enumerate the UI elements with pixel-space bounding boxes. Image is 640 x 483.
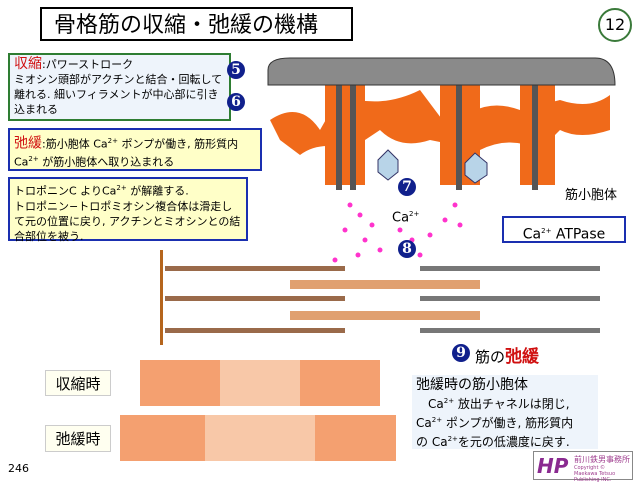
prefix: 筋の (475, 348, 506, 366)
state: 弛緩 (505, 347, 540, 367)
note-line: Ca2+ 放出チャネルは閉じ, (416, 393, 594, 412)
ca-atpase-label: Ca2+ ATPase (502, 216, 626, 243)
relaxation-text: :筋小胞体 Ca (42, 137, 108, 151)
logo-text: 前川鉄男事務所 (574, 455, 630, 464)
troponin-text: トロポニンC よりCa (14, 184, 117, 198)
sup: 2+ (116, 184, 127, 192)
atpase-text: ATPase (551, 226, 606, 243)
note-line: の Ca2+を元の低濃度に戻す. (416, 431, 594, 450)
sarcoplasmic-reticulum (270, 85, 610, 190)
note-box: 弛緩時の筋小胞体 Ca2+ 放出チャネルは閉じ, Ca2+ ポンプが働き, 筋形… (412, 375, 598, 449)
troponin-text: トロポニン−トロポミオシン複合体は滑走して元の位置に戻り, アクチンとミオシンと… (14, 199, 241, 243)
sup: 2+ (409, 210, 420, 218)
contraction-body: ミオシン頭部がアクチンと結合・回転して離れる. 細いフィラメントが中心部に引き込… (14, 73, 223, 116)
sup: 2+ (447, 435, 458, 443)
calcium-ions (332, 202, 463, 263)
atpase-text: Ca (522, 226, 542, 243)
sup: 2+ (107, 137, 118, 145)
step-5-badge: 5 (227, 61, 245, 79)
note-line: Ca2+ ポンプが働き, 筋形質内 (416, 412, 594, 431)
ca-text: Ca (392, 210, 410, 226)
relaxation-text: ポンプが働き, 筋形質内 Ca (14, 137, 239, 169)
hp-logo-mark: HP (537, 454, 569, 478)
sup: 2+ (431, 416, 443, 424)
slide-title: 骨格筋の収縮・弛緩の機構 (40, 7, 353, 41)
step-8-badge: 8 (398, 240, 416, 258)
sup: 2+ (28, 154, 39, 163)
t: の Ca (416, 435, 448, 449)
relaxation-heading: 弛緩 (14, 135, 42, 152)
ca-pump (377, 149, 399, 181)
relaxation-box: 弛緩:筋小胞体 Ca2+ ポンプが働き, 筋形質内 Ca2+ が筋小胞体へ取り込… (8, 128, 262, 171)
calcium-label: Ca2+ (392, 210, 419, 225)
troponin-text: が解離する. (126, 184, 189, 198)
t: ポンプが働き, 筋形質内 (442, 416, 574, 430)
page-number-badge: 12 (598, 8, 632, 42)
t: 放出チャネルは閉じ, (454, 397, 570, 411)
ca-pump (464, 152, 488, 184)
contraction-subtitle: :パワーストローク (42, 58, 134, 71)
slide-number: 246 (8, 462, 29, 475)
publisher-logo: HP 前川鉄男事務所 Copyright © Maekawa Tetsuo Pu… (533, 451, 633, 483)
t-tubule (267, 57, 616, 86)
muscle-relaxation-label: 筋の弛緩 (475, 342, 539, 367)
t: Ca (416, 416, 432, 430)
troponin-box: トロポニンC よりCa2+ が解離する. トロポニン−トロポミオシン複合体は滑走… (8, 177, 248, 243)
step-7-badge: 7 (398, 178, 416, 196)
relaxation-text: が筋小胞体へ取り込まれる (38, 155, 175, 169)
filaments (160, 250, 600, 345)
sup: 2+ (541, 227, 552, 235)
t: Ca (428, 397, 444, 411)
step-6-badge: 6 (227, 93, 245, 111)
sup: 2+ (443, 397, 455, 405)
sr-label: 筋小胞体 (565, 188, 618, 203)
contracted-label: 収縮時 (45, 370, 111, 396)
relaxed-label: 弛緩時 (45, 425, 111, 452)
contraction-box: 収縮:パワーストローク ミオシン頭部がアクチンと結合・回転して離れる. 細いフィ… (8, 53, 231, 121)
t: を元の低濃度に戻す. (457, 435, 570, 449)
contraction-heading: 収縮 (14, 56, 42, 72)
step-9-badge: 9 (452, 344, 470, 362)
logo-copyright: Copyright © Maekawa Tetsuo Publishing IN… (574, 465, 616, 483)
note-title: 弛緩時の筋小胞体 (416, 377, 528, 393)
